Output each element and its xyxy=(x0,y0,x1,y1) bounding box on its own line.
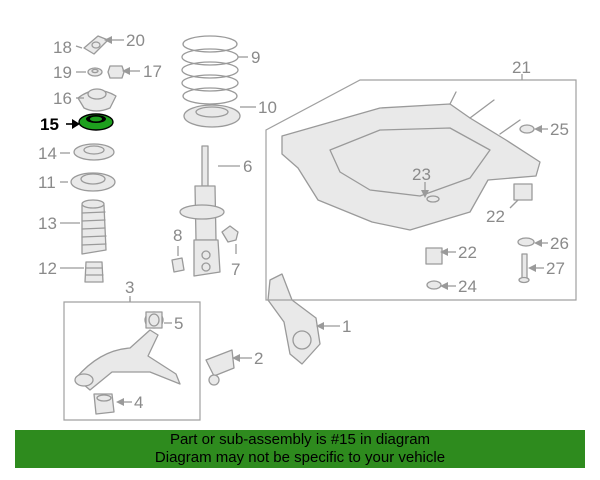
callout-4: 4 xyxy=(134,393,143,412)
part-18-20-plate xyxy=(83,35,109,55)
callout-22-lower: 22 xyxy=(458,243,477,262)
callout-2: 2 xyxy=(254,349,263,368)
banner-line-1: Part or sub-assembly is #15 in diagram xyxy=(169,431,431,448)
part-12-bump-stop xyxy=(84,261,104,283)
callout-13: 13 xyxy=(38,214,57,233)
callout-27: 27 xyxy=(546,259,565,278)
callout-1: 1 xyxy=(342,317,351,336)
part-4-bushing xyxy=(93,393,115,415)
part-3-lower-control-arm xyxy=(74,311,181,391)
part-2-ball-joint xyxy=(205,349,235,386)
part-26-washer xyxy=(517,237,535,247)
callout-12: 12 xyxy=(38,259,57,278)
part-5-bushing xyxy=(145,311,163,329)
callout-20: 20 xyxy=(126,31,145,50)
part-15-bearing-highlighted xyxy=(78,113,114,131)
subframe-box xyxy=(265,79,577,301)
part-11-insulator xyxy=(70,172,116,192)
part-23-bolt xyxy=(426,195,440,203)
part-22-bushing-right xyxy=(513,183,533,201)
callout-18: 18 xyxy=(53,38,72,57)
callout-8: 8 xyxy=(173,226,182,245)
part-22-bushing-lower xyxy=(425,247,443,265)
part-8-nut xyxy=(171,257,185,273)
part-14-spring-seat xyxy=(73,143,115,161)
banner-line-2: Diagram may not be specific to your vehi… xyxy=(154,449,446,466)
callout-10: 10 xyxy=(258,98,277,117)
part-25-washer xyxy=(426,280,442,290)
part-10-spring-insulator xyxy=(183,104,241,128)
callout-17: 17 xyxy=(143,62,162,81)
callout-labels: 20 18 19 17 16 15 14 11 13 12 9 10 6 8 7… xyxy=(38,31,569,412)
callout-24: 25 xyxy=(550,120,569,139)
part-16-strut-mount xyxy=(77,88,117,112)
callout-14: 14 xyxy=(38,144,57,163)
callout-3: 3 xyxy=(125,278,134,297)
part-13-dust-boot xyxy=(81,199,107,255)
callout-6: 6 xyxy=(243,157,252,176)
parts-diagram: 20 18 19 17 16 15 14 11 13 12 9 10 6 8 7… xyxy=(38,31,577,421)
callout-23: 23 xyxy=(412,165,431,184)
callout-21: 21 xyxy=(512,58,531,77)
part-19-washer xyxy=(87,67,103,77)
callout-25: 24 xyxy=(458,277,477,296)
callout-22-right: 22 xyxy=(486,207,505,226)
part-7-bolt xyxy=(221,225,239,243)
callout-11: 11 xyxy=(38,173,56,192)
callout-26: 26 xyxy=(550,234,569,253)
callout-9: 9 xyxy=(251,48,260,67)
leader-lines xyxy=(60,36,548,406)
part-6-strut xyxy=(179,145,225,277)
callout-15: 15 xyxy=(40,115,59,134)
info-banner: Part or sub-assembly is #15 in diagram D… xyxy=(15,430,585,468)
part-17-nut xyxy=(107,65,125,79)
part-24-washer xyxy=(519,124,535,134)
part-21-subframe xyxy=(281,91,541,231)
callout-19: 19 xyxy=(53,63,72,82)
part-27-bolt xyxy=(518,253,530,284)
callout-7: 7 xyxy=(231,260,240,279)
callout-16: 16 xyxy=(53,89,72,108)
part-1-knuckle xyxy=(267,273,321,365)
part-9-coil-spring xyxy=(181,35,239,105)
callout-5: 5 xyxy=(174,314,183,333)
